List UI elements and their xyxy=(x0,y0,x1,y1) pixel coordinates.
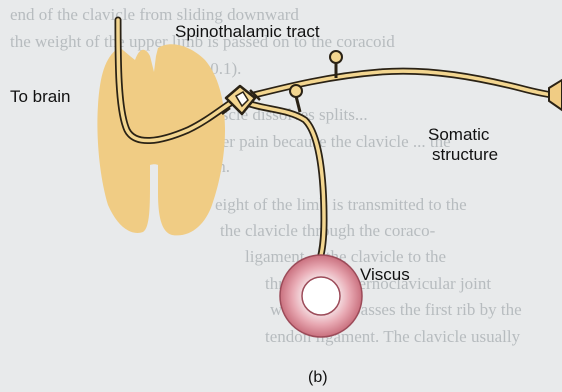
viscus-label: Viscus xyxy=(360,265,410,285)
visceral-afferent-fiber-fill xyxy=(250,104,324,268)
somatic-structure-terminal xyxy=(549,80,562,110)
to-brain-label: To brain xyxy=(10,87,70,107)
somatic-ganglion-cell xyxy=(330,51,342,63)
somatic-label-line1: Somatic xyxy=(428,125,498,145)
viscus-lumen xyxy=(302,277,340,315)
somatic-structure-label: Somatic structure xyxy=(428,125,498,165)
figure-caption: (b) xyxy=(308,368,328,388)
spinothalamic-tract-label: Spinothalamic tract xyxy=(175,22,320,42)
somatic-label-line2: structure xyxy=(432,145,498,165)
bg-text-line: eight of the limb is transmitted to the xyxy=(215,195,467,214)
bg-text-line: other pain because the clavicle ... the xyxy=(200,132,451,151)
visceral-ganglion-cell xyxy=(290,85,302,97)
bg-text-line: the clavicle through the coraco- xyxy=(220,221,436,240)
background-text: end of the clavicle from sliding downwar… xyxy=(10,5,522,346)
